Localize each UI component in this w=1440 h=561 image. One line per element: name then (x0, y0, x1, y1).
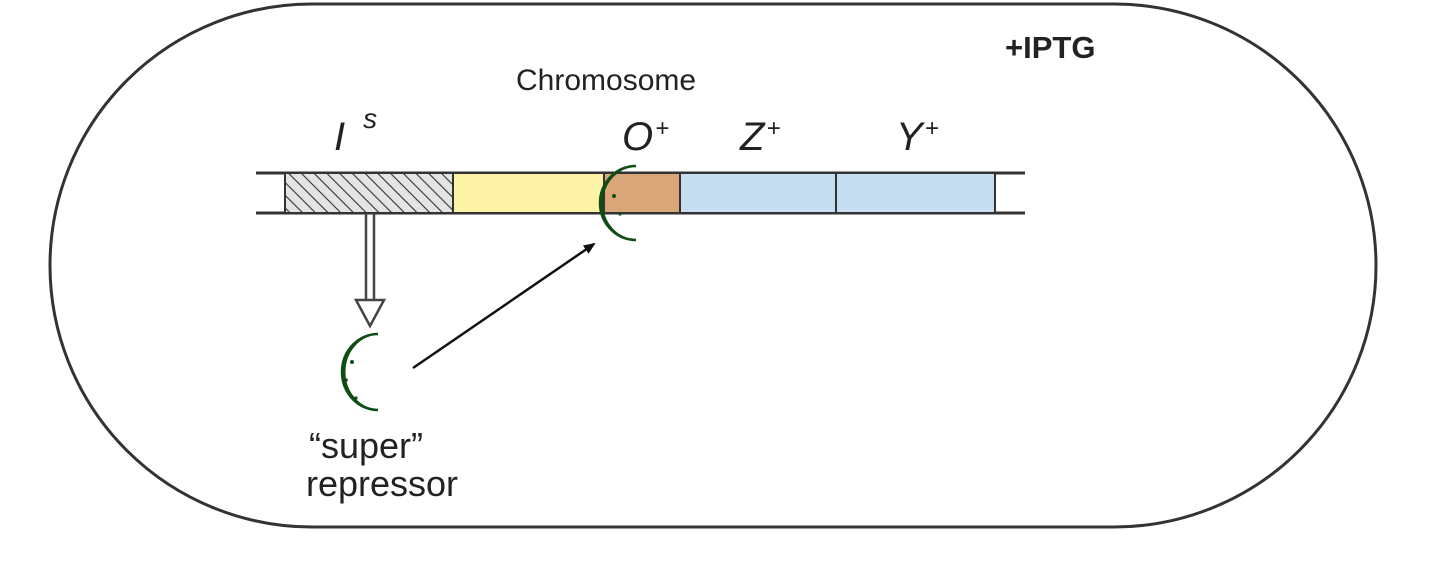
gene-segment-z (679, 172, 837, 214)
iptg-label: +IPTG (1005, 30, 1095, 65)
gene-label-o: O+ (622, 115, 669, 159)
repressor-label-line1: “super” (309, 425, 423, 466)
cell-outline (48, 2, 1378, 529)
operator-segment (603, 172, 681, 214)
chromosome-label: Chromosome (516, 64, 696, 97)
gene-segment-y (835, 172, 996, 214)
expression-arrow (353, 213, 387, 329)
promoter-segment (452, 172, 605, 214)
gene-segment-i (284, 172, 454, 214)
bound-repressor (598, 164, 637, 242)
gene-label-y: Y+ (896, 115, 939, 159)
gene-label-z: Z+ (739, 115, 780, 159)
iptg-label-text: +IPTG (1005, 30, 1095, 65)
repressor-label-line2: repressor (306, 463, 458, 504)
binding-arrow (412, 242, 596, 370)
super-repressor-protein (340, 332, 379, 412)
